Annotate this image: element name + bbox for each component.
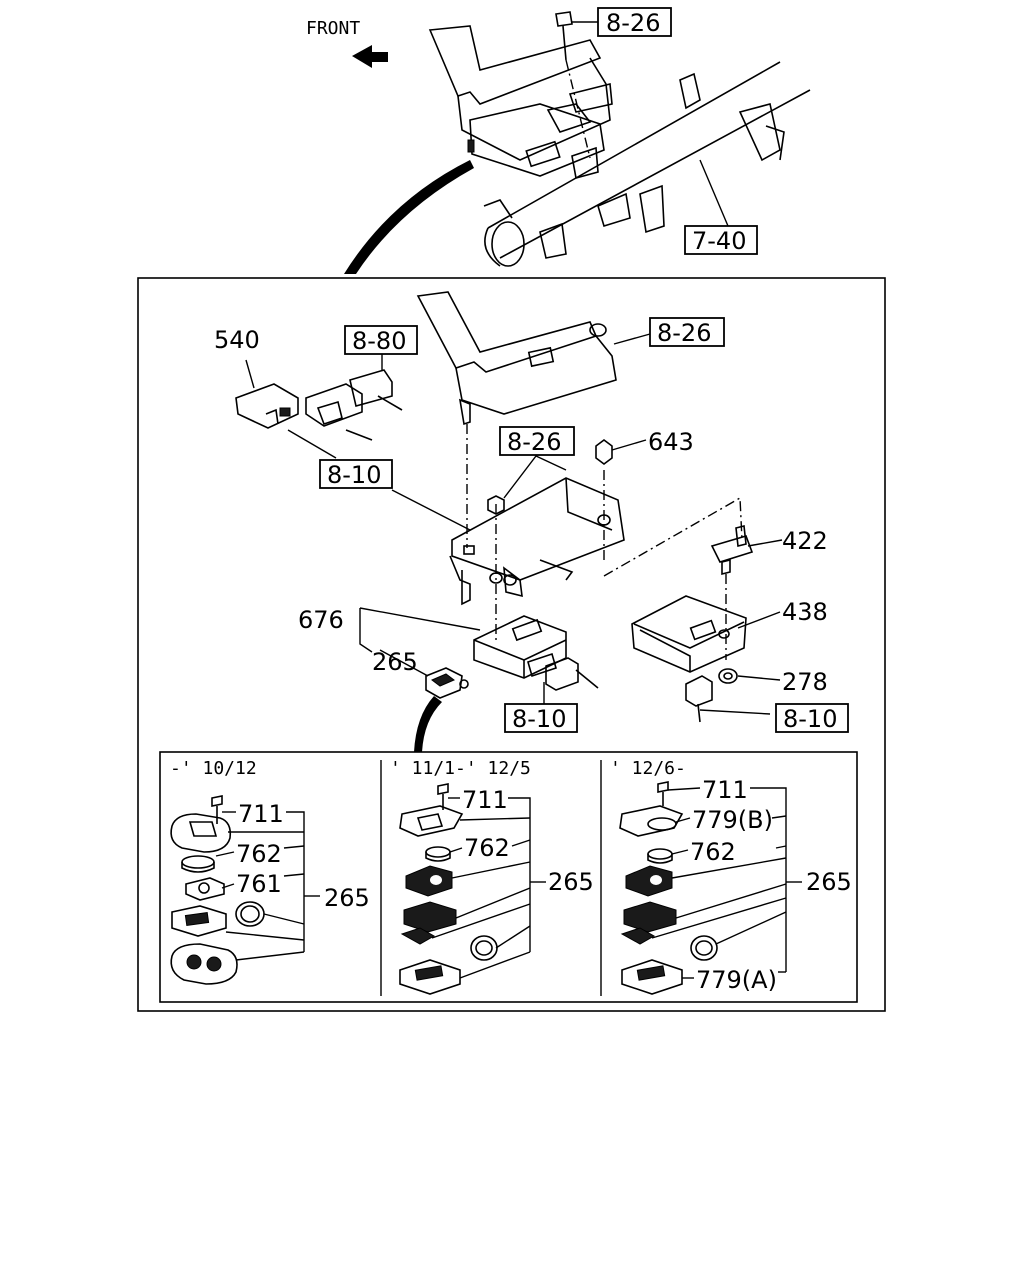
- middle-bracket: [449, 470, 743, 640]
- ref-crossmember: 7-40: [684, 159, 758, 255]
- ref-bracket-upper: 8-26: [613, 317, 725, 347]
- crossmember-assembly: [428, 11, 811, 267]
- variant-panel-2: ' 11/1-' 12/5 711 762 265: [390, 758, 594, 995]
- upper-bracket: [416, 291, 617, 548]
- unit-676: 676: [298, 606, 567, 679]
- panel-1-label-711: 711: [238, 800, 284, 828]
- front-label: FRONT: [306, 18, 360, 39]
- variant-frame: [159, 751, 858, 1003]
- panel-3-label-779b: 779(B): [692, 806, 773, 834]
- part-265-label: 265: [372, 648, 418, 676]
- ref-bracket-mid-label: 8-26: [507, 428, 561, 456]
- keyfob-265: 265: [372, 648, 469, 699]
- part-422-label: 422: [782, 527, 828, 555]
- fob-callout-arrow: [414, 696, 442, 752]
- panel-1-label-265: 265: [324, 884, 370, 912]
- module-438: 438: [631, 595, 828, 673]
- connector-8-80: 8-80: [305, 325, 418, 441]
- ref-harness-540: 8-10: [287, 429, 471, 531]
- panel-3-label-779a: 779(A): [696, 966, 777, 994]
- ref-bracket-upper-label: 8-26: [657, 319, 711, 347]
- panel-2-label-762: 762: [464, 834, 510, 862]
- panel-2-label-265: 265: [548, 868, 594, 896]
- ref-crossmember-label: 7-40: [692, 227, 746, 255]
- detail-callout-arrow: [344, 160, 474, 274]
- detail-frame: [137, 277, 886, 1012]
- part-438-label: 438: [782, 598, 828, 626]
- ref-harness-540-label: 8-10: [327, 461, 381, 489]
- ref-connector-80-label: 8-80: [352, 327, 406, 355]
- panel-3-label-711: 711: [702, 776, 748, 804]
- harness-438: 8-10: [685, 675, 849, 733]
- panel-2-period: ' 11/1-' 12/5: [390, 758, 531, 779]
- variant-panel-3: ' 12/6- 711 779(B) 762: [610, 758, 852, 995]
- ref-bracket-mid: 8-26: [487, 426, 575, 515]
- nut-278: 278: [718, 668, 828, 696]
- panel-2-label-711: 711: [462, 786, 508, 814]
- ref-harness-676-label: 8-10: [512, 705, 566, 733]
- ref-harness-438-label: 8-10: [783, 705, 837, 733]
- front-direction-indicator: FRONT: [306, 18, 388, 68]
- ref-top-bolt-label: 8-26: [606, 9, 660, 37]
- panel-1-period: -' 10/12: [170, 758, 257, 779]
- front-arrow-icon: [352, 45, 388, 68]
- part-676-label: 676: [298, 606, 344, 634]
- panel-1-label-761: 761: [236, 870, 282, 898]
- part-278-label: 278: [782, 668, 828, 696]
- harness-676: 8-10: [504, 657, 599, 733]
- panel-1-label-762: 762: [236, 840, 282, 868]
- part-540-label: 540: [214, 326, 260, 354]
- relay-540: 540: [214, 326, 299, 429]
- ref-top-bolt: 8-26: [572, 7, 672, 37]
- panel-3-period: ' 12/6-: [610, 758, 686, 779]
- panel-3-label-762: 762: [690, 838, 736, 866]
- nut-643: 643: [595, 428, 694, 465]
- part-643-label: 643: [648, 428, 694, 456]
- panel-3-label-265: 265: [806, 868, 852, 896]
- bracket-422: 422: [710, 525, 828, 660]
- variant-panel-1: -' 10/12 711 762 761: [170, 758, 370, 985]
